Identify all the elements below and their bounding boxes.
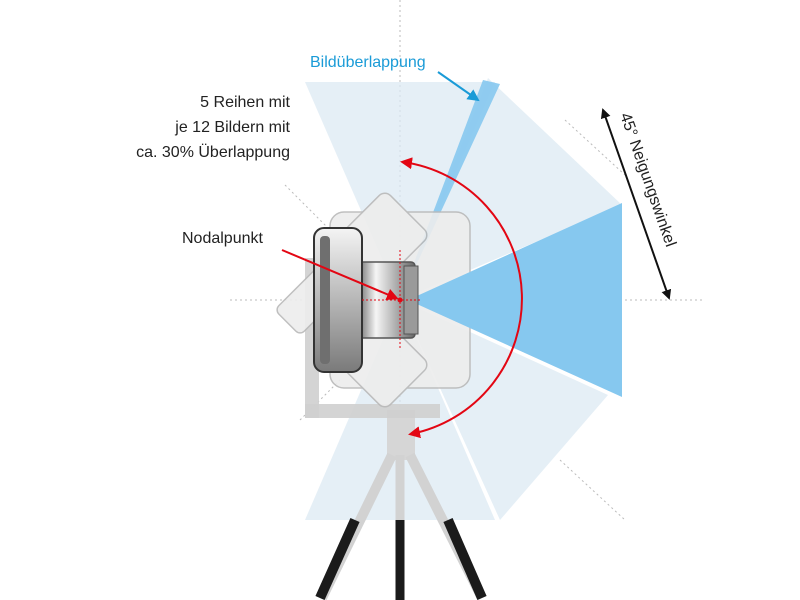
- diagonal-guide-lower-right: [559, 459, 626, 521]
- tripod-leg-right-lower: [443, 518, 487, 600]
- nodal-point-marker: [397, 297, 403, 303]
- camera: [313, 227, 420, 373]
- tilt-rotation-arc: [400, 157, 523, 439]
- rows-label-line-2: je 12 Bildern mit: [174, 119, 290, 136]
- rows-label-line-3: ca. 30% Überlappung: [136, 143, 290, 161]
- bracket-horizontal-arm: [305, 404, 440, 418]
- rows-label-line-1: 5 Reihen mit: [200, 94, 290, 111]
- fov-front: [408, 203, 622, 397]
- nodal-point-pointer: [281, 249, 399, 301]
- tilt-angle-label: 45° Neigungswinkel: [616, 111, 679, 249]
- tripod-leg-left-lower: [315, 517, 360, 600]
- fov-up: [305, 82, 495, 300]
- overlap-pointer: [437, 71, 480, 102]
- nodal-point-label: Nodalpunkt: [182, 230, 264, 247]
- camera-grip: [320, 236, 330, 364]
- overlap-label: Bildüberlappung: [310, 54, 426, 71]
- tripod: [315, 410, 487, 600]
- diagonal-guide-upper-right: [564, 119, 626, 176]
- tilt-angle-arrow: [600, 108, 672, 300]
